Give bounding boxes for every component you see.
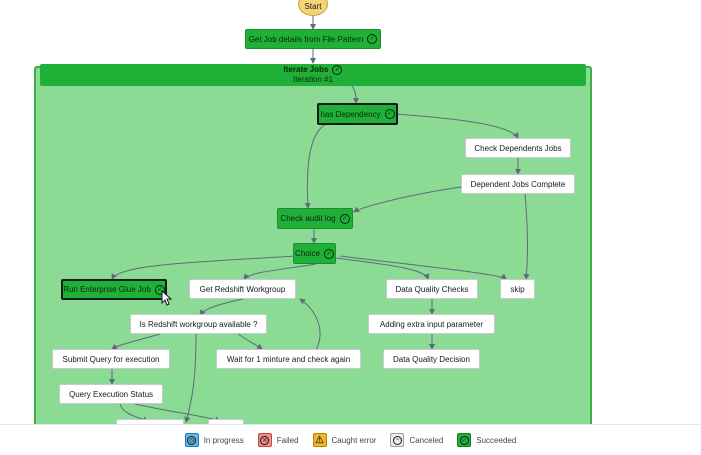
- node-partial-bottom-left[interactable]: [116, 419, 184, 424]
- legend-label: Failed: [276, 435, 299, 445]
- check-circle-icon: ✓: [323, 248, 334, 259]
- node-check-audit-log[interactable]: Check audit log ✓: [277, 208, 353, 229]
- iterate-jobs-header[interactable]: Iterate Jobs ✓ Iteration #1: [40, 64, 586, 86]
- node-label: Query Execution Status: [68, 389, 154, 399]
- legend-item-failed: ✕ Failed: [257, 433, 299, 447]
- graph-edges: [109, 16, 530, 423]
- iterate-jobs-title: Iterate Jobs: [283, 65, 329, 74]
- node-is-redshift-workgroup-available[interactable]: Is Redshift workgroup available ?: [130, 314, 267, 334]
- node-label: Dependent Jobs Complete: [470, 179, 566, 189]
- legend-label: Canceled: [409, 435, 444, 445]
- workflow-graph-canvas[interactable]: Iterate Jobs ✓ Iteration #1: [0, 0, 701, 424]
- check-circle-icon: ✓: [154, 284, 165, 295]
- node-get-job-details[interactable]: Get Job details from File Pattern ✓: [245, 29, 381, 49]
- check-circle-icon: ✓: [367, 34, 378, 44]
- node-choice[interactable]: Choice ✓: [293, 243, 336, 264]
- legend-item-in-progress: ◷ In progress: [184, 433, 244, 447]
- node-partial-bottom-right[interactable]: [208, 419, 244, 424]
- node-adding-extra-input-parameter[interactable]: Adding extra input parameter: [368, 314, 495, 334]
- legend-item-succeeded: ✓ Succeeded: [457, 433, 516, 447]
- node-run-enterprise-glue-job[interactable]: Run Enterprise Glue Job ✓: [61, 279, 167, 300]
- legend-item-canceled: − Canceled: [390, 433, 443, 447]
- node-data-quality-decision[interactable]: Data Quality Decision: [383, 349, 480, 369]
- node-has-dependency[interactable]: has Dependency ✓: [317, 103, 398, 125]
- check-circle-icon: ✓: [384, 109, 395, 119]
- node-label: Get Redshift Workgroup: [199, 284, 286, 294]
- node-label: skip: [510, 284, 525, 294]
- check-circle-icon: ✓: [332, 65, 343, 75]
- check-circle-icon: ✓: [457, 433, 472, 447]
- node-label: Run Enterprise Glue Job: [63, 285, 151, 294]
- legend-label: In progress: [203, 435, 244, 445]
- node-query-execution-status[interactable]: Query Execution Status: [59, 384, 163, 404]
- legend-label: Caught error: [331, 435, 377, 445]
- node-submit-query-for-execution[interactable]: Submit Query for execution: [52, 349, 170, 369]
- node-label: Check Dependents Jobs: [474, 143, 562, 153]
- node-label: Check audit log: [280, 214, 336, 223]
- node-label: has Dependency: [320, 109, 381, 119]
- node-wait-for-1-minute[interactable]: Wait for 1 minture and check again: [216, 349, 361, 369]
- node-label: Data Quality Checks: [395, 284, 469, 294]
- node-label: Adding extra input parameter: [379, 319, 484, 329]
- clock-icon: ◷: [184, 433, 199, 447]
- node-label: Wait for 1 minture and check again: [226, 354, 351, 364]
- legend-item-caught-error: ⚠ Caught error: [312, 433, 377, 447]
- node-skip[interactable]: skip: [500, 279, 535, 299]
- node-dependent-jobs-complete[interactable]: Dependent Jobs Complete: [461, 174, 575, 194]
- check-circle-icon: ✓: [339, 213, 350, 224]
- node-get-redshift-workgroup[interactable]: Get Redshift Workgroup: [189, 279, 296, 299]
- node-label: Submit Query for execution: [62, 354, 160, 364]
- minus-circle-icon: −: [390, 433, 405, 447]
- node-label: Data Quality Decision: [393, 354, 470, 364]
- node-label: Choice: [295, 249, 320, 258]
- x-circle-icon: ✕: [257, 433, 272, 447]
- iteration-label: Iteration #1: [292, 75, 334, 84]
- start-label: Start: [304, 2, 322, 11]
- mouse-cursor-icon: [161, 290, 173, 306]
- legend-label: Succeeded: [476, 435, 517, 445]
- node-check-dependents-jobs[interactable]: Check Dependents Jobs: [465, 138, 571, 158]
- status-legend: ◷ In progress ✕ Failed ⚠ Caught error − …: [0, 424, 701, 455]
- warning-icon: ⚠: [312, 433, 327, 447]
- node-label: Is Redshift workgroup available ?: [139, 319, 258, 329]
- node-label: Get Job details from File Pattern: [248, 34, 364, 44]
- node-data-quality-checks[interactable]: Data Quality Checks: [386, 279, 478, 299]
